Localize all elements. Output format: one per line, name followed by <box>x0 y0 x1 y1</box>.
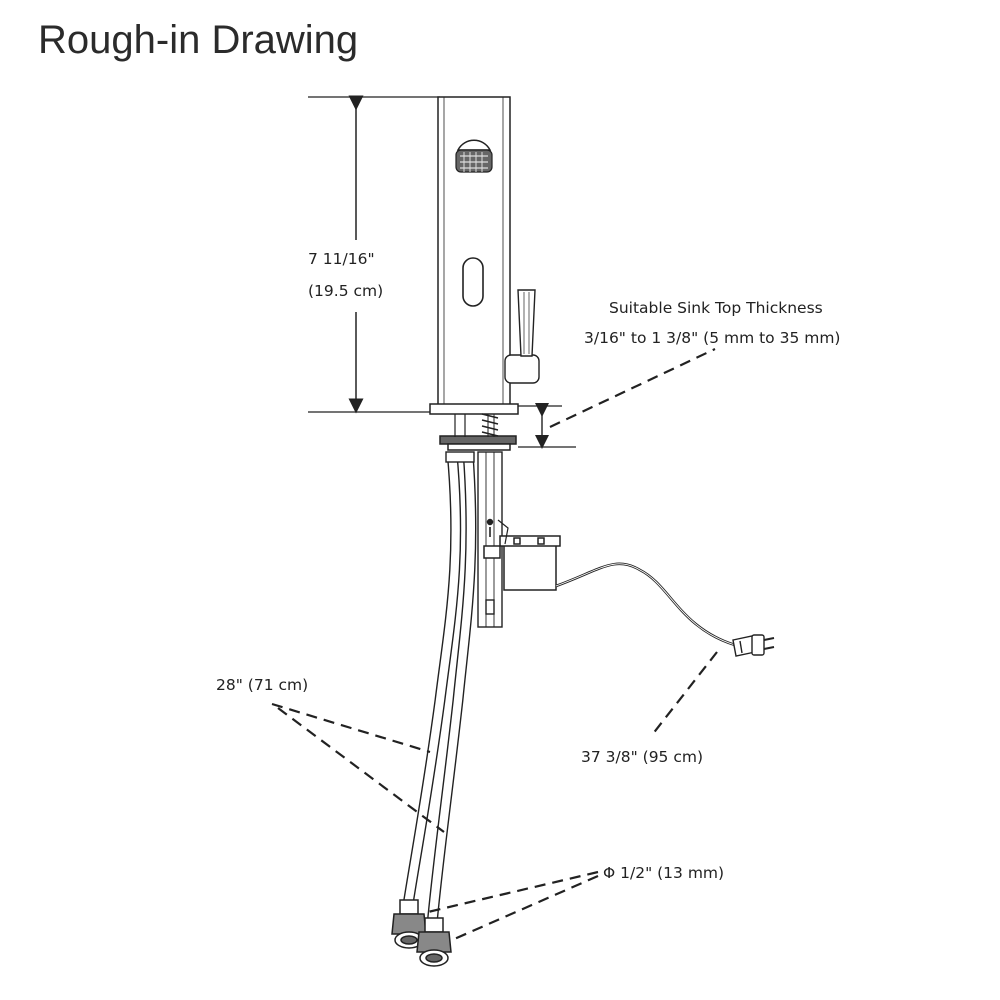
sensor-window-icon <box>462 257 484 307</box>
temperature-handle-icon <box>504 289 540 384</box>
aerator-icon <box>455 139 493 173</box>
height-inches-label: 7 11/16" <box>308 250 375 268</box>
hose-length-leaders <box>271 702 445 833</box>
cord-length-label: 37 3/8" (95 cm) <box>581 748 704 766</box>
cord-length-leader <box>651 651 718 736</box>
plug-icon <box>732 634 775 657</box>
sink-thickness-dimension <box>518 348 716 449</box>
fitting-size-label: Φ 1/2" (13 mm) <box>603 864 725 882</box>
sink-thickness-range: 3/16" to 1 3/8" (5 mm to 35 mm) <box>584 329 841 347</box>
hose-fitting-left <box>391 899 427 949</box>
base-plate <box>429 403 519 451</box>
mounting-shank <box>477 451 503 628</box>
diagram-title: Rough-in Drawing <box>38 18 359 62</box>
hose-fitting-right <box>416 917 452 967</box>
power-cord <box>555 562 736 647</box>
fitting-size-leaders <box>427 870 599 942</box>
height-dimension <box>308 95 440 414</box>
sink-thickness-title: Suitable Sink Top Thickness <box>609 299 823 317</box>
hose-length-label: 28" (71 cm) <box>216 676 309 694</box>
height-cm-label: (19.5 cm) <box>308 282 384 300</box>
water-supply-hoses <box>402 451 477 926</box>
control-box-icon <box>483 519 561 591</box>
